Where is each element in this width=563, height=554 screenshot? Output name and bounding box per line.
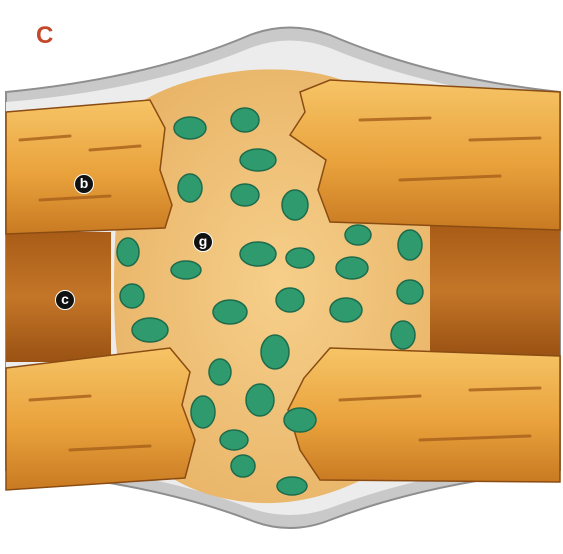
label-g: g bbox=[193, 232, 213, 252]
label-c: c bbox=[55, 290, 75, 310]
cartilage-island bbox=[174, 117, 206, 139]
cartilage-island bbox=[282, 190, 308, 220]
cortex-top-right bbox=[290, 80, 560, 230]
cartilage-island bbox=[397, 280, 423, 304]
cartilage-island bbox=[284, 408, 316, 432]
cartilage-island bbox=[117, 238, 139, 266]
cartilage-island bbox=[398, 230, 422, 260]
cartilage-island bbox=[231, 108, 259, 132]
cartilage-island bbox=[345, 225, 371, 245]
cartilage-island bbox=[330, 298, 362, 322]
cartilage-island bbox=[220, 430, 248, 450]
cartilage-island bbox=[286, 248, 314, 268]
cartilage-island bbox=[276, 288, 304, 312]
cartilage-island bbox=[209, 359, 231, 385]
cortex-bottom-right bbox=[288, 348, 560, 482]
cartilage-island bbox=[178, 174, 202, 202]
cartilage-island bbox=[246, 384, 274, 416]
cartilage-island bbox=[120, 284, 144, 308]
cartilage-island bbox=[277, 477, 307, 495]
cortex-bottom-left bbox=[6, 348, 195, 490]
cortex-top-left bbox=[6, 100, 172, 234]
cartilage-island bbox=[231, 184, 259, 206]
label-b: b bbox=[74, 174, 94, 194]
cartilage-island bbox=[391, 321, 415, 349]
cartilage-island bbox=[261, 335, 289, 369]
cartilage-island bbox=[240, 242, 276, 266]
marrow-cavity-right bbox=[430, 226, 560, 356]
cartilage-island bbox=[240, 149, 276, 171]
cartilage-island bbox=[171, 261, 201, 279]
cartilage-island bbox=[191, 396, 215, 428]
cartilage-island bbox=[132, 318, 168, 342]
cartilage-island bbox=[231, 455, 255, 477]
cartilage-island bbox=[336, 257, 368, 279]
panel-label: C bbox=[36, 22, 53, 50]
cartilage-island bbox=[213, 300, 247, 324]
